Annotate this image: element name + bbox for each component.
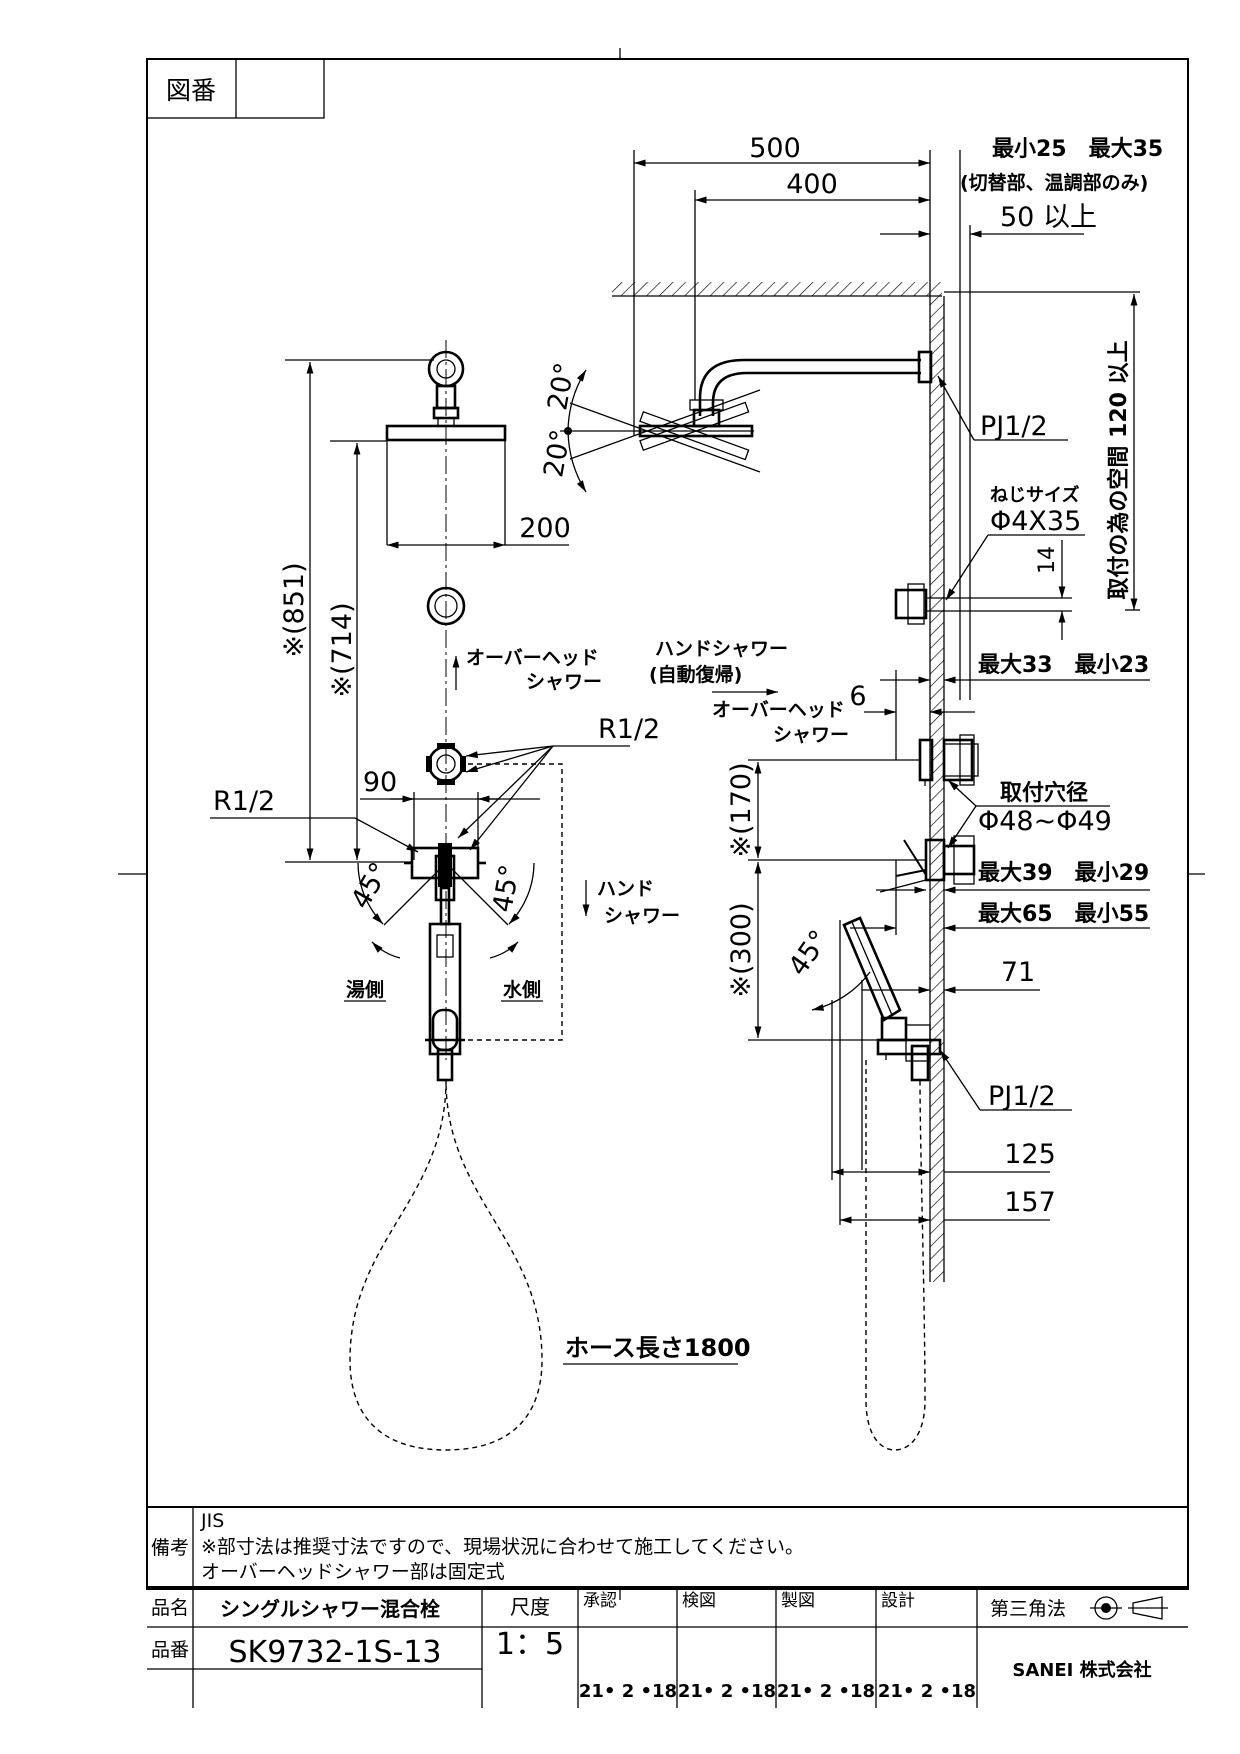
- label-pj12-bottom: PJ1/2: [988, 1081, 1056, 1112]
- dim-50-min: 50 以上: [1000, 202, 1097, 233]
- dim-71: 71: [1001, 957, 1035, 988]
- dim-14: 14: [1035, 546, 1060, 574]
- angle-left-45: 45°: [345, 857, 396, 914]
- label-max33-min23: 最大33 最小23: [978, 653, 1149, 678]
- scale-label: 尺度: [510, 1595, 550, 1619]
- side-view: 20° 20° 500 400 最小25 最大35 (切替部、温調部のみ) 50…: [538, 133, 1163, 1451]
- note-overhead-fixed: オーバーヘッドシャワー部は固定式: [201, 1561, 505, 1583]
- label-side-overhead-line1: オーバーヘッド: [712, 699, 845, 721]
- label-max65-min55: 最大65 最小55: [978, 902, 1149, 927]
- dim-300: ※(300): [726, 902, 757, 997]
- label-r12-left: R1/2: [213, 786, 275, 817]
- check-label: 検図: [682, 1591, 716, 1611]
- product-number-value: SK9732-1S-13: [228, 1635, 441, 1670]
- dim-500: 500: [749, 133, 801, 164]
- label-overhead-line2: シャワー: [526, 671, 602, 693]
- dim-714: ※(714): [327, 602, 358, 697]
- note-jis: JIS: [200, 1510, 224, 1532]
- title-block: 備考 JIS ※部寸法は推奨寸法ですので、現場状況に合わせて施工してください。 …: [147, 1506, 1188, 1708]
- design-label: 設計: [881, 1591, 915, 1611]
- label-hand-shower-line1: ハンドシャワー: [655, 638, 788, 660]
- angle-right-45: 45°: [487, 862, 526, 915]
- approval-date: 21• 2 •18: [579, 1681, 677, 1702]
- label-switch-note: (切替部、温調部のみ): [960, 171, 1148, 194]
- label-screw-size: ねじサイズ: [990, 484, 1079, 506]
- remarks-label: 備考: [151, 1537, 189, 1559]
- product-number-label: 品番: [151, 1639, 189, 1661]
- scale-value: 1：5: [496, 1627, 564, 1662]
- drawn-label: 製図: [781, 1591, 815, 1611]
- label-pj12-top: PJ1/2: [980, 411, 1048, 442]
- label-hose-length: ホース長さ1800: [565, 1334, 751, 1362]
- approval-label: 承認: [583, 1591, 617, 1611]
- label-min25-max35: 最小25 最大35: [992, 137, 1163, 162]
- label-install-space: 取付の為の空間 120 以上: [1106, 340, 1132, 599]
- label-side-overhead-line2: シャワー: [773, 724, 849, 746]
- third-angle-projection-icon: [1090, 1596, 1168, 1620]
- angle-holder-45: 45°: [783, 925, 836, 982]
- label-max39-min29: 最大39 最小29: [978, 861, 1149, 886]
- dim-6: 6: [849, 681, 866, 712]
- label-cold-side: 水側: [503, 979, 541, 1001]
- check-date: 21• 2 •18: [678, 1681, 776, 1702]
- angle-head-bottom: 20°: [538, 427, 577, 480]
- drawing-number-label: 図番: [166, 76, 216, 105]
- label-hand-line1: ハンド: [597, 878, 654, 900]
- label-screw-value: Φ4X35: [990, 506, 1081, 537]
- label-overhead-line1: オーバーヘッド: [466, 647, 599, 669]
- dim-125: 125: [1004, 1139, 1056, 1170]
- dim-90: 90: [363, 767, 397, 798]
- drawn-date: 21• 2 •18: [777, 1681, 875, 1702]
- dim-851: ※(851): [279, 562, 310, 657]
- note-recommended-dims: ※部寸法は推奨寸法ですので、現場状況に合わせて施工してください。: [201, 1536, 804, 1558]
- company-name: SANEI 株式会社: [1012, 1659, 1151, 1681]
- product-name-value: シングルシャワー混合栓: [220, 1597, 440, 1621]
- label-hot-side: 湯側: [346, 979, 384, 1001]
- dim-400: 400: [786, 169, 838, 200]
- projection-label: 第三角法: [990, 1598, 1066, 1620]
- dim-157: 157: [1004, 1187, 1056, 1218]
- drawing-frame: [118, 48, 1205, 1600]
- dim-170: ※(170): [726, 762, 757, 857]
- label-hand-shower-line2: (自動復帰): [649, 663, 742, 686]
- label-r12-right: R1/2: [598, 714, 660, 745]
- dim-head-diameter: 200: [519, 513, 571, 544]
- label-hand-line2: シャワー: [604, 905, 680, 927]
- design-date: 21• 2 •18: [878, 1681, 976, 1702]
- label-hole: 取付穴径: [1000, 780, 1088, 806]
- label-hole-value: Φ48~Φ49: [978, 806, 1112, 837]
- drawing-number-box: 図番: [146, 58, 325, 119]
- product-name-label: 品名: [151, 1597, 189, 1619]
- front-view: 200 オーバーヘッド シャワー R1/2 90 R1/2: [210, 340, 751, 1451]
